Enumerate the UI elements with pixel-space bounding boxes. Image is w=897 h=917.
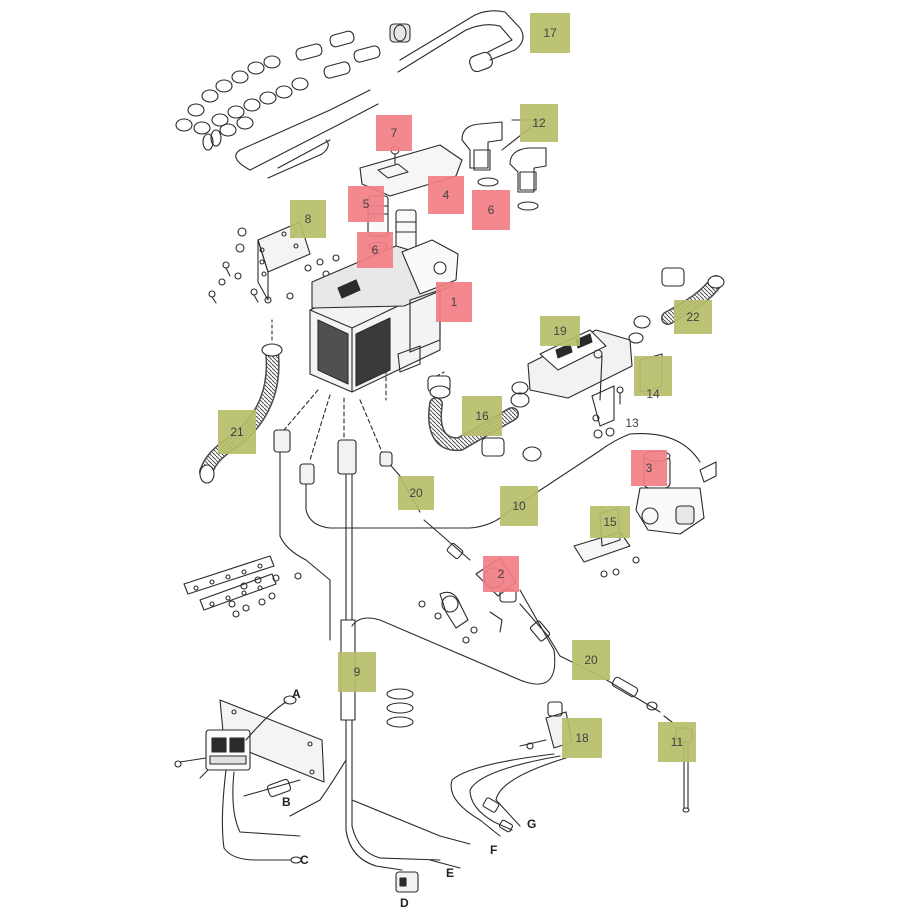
callout-text: 10: [512, 499, 526, 513]
callout-text: 14: [646, 387, 660, 401]
part-callout-10: 10: [500, 486, 538, 526]
o-ring-set: [386, 688, 414, 728]
heater-main-unit: [309, 239, 459, 393]
relay-mounting-plate: [219, 699, 325, 783]
part-callout-7: 7: [376, 115, 412, 151]
callout-text: 6: [487, 203, 495, 217]
relay-block: [174, 695, 302, 864]
letter-label-g: G: [527, 817, 537, 831]
callout-text: 19: [553, 324, 567, 338]
callout-text: 20: [409, 486, 423, 500]
part-callout-3: 3: [631, 450, 667, 486]
letter-label-d: D: [400, 896, 409, 910]
letter-label-f: F: [490, 843, 498, 857]
letter-label-e: E: [446, 866, 455, 880]
callout-text: 5: [362, 197, 370, 211]
coolant-hose-16: [427, 375, 542, 462]
exhaust-silencer: [511, 329, 644, 399]
callout-text: 7: [390, 126, 398, 140]
callout-text: 1: [450, 295, 458, 309]
callout-text: 13: [625, 416, 639, 430]
part-callout-14: 14: [634, 356, 672, 401]
callout-text: 4: [442, 188, 450, 202]
callout-text: 20: [584, 653, 598, 667]
callout-text: 15: [603, 515, 617, 529]
callout-text: 18: [575, 731, 589, 745]
part-callout-16: 16: [462, 396, 502, 436]
callout-text: 12: [532, 116, 546, 130]
part-callout-9: 9: [338, 652, 376, 692]
part-callout-2: 2: [483, 556, 519, 592]
hose-connector-set: [295, 23, 411, 79]
letter-label-b: B: [282, 795, 291, 809]
control-switch-harness: [450, 701, 573, 837]
part-callout-6b: 6: [472, 190, 510, 230]
part-callout-4: 4: [428, 176, 464, 214]
part-callout-22: 22: [674, 300, 712, 334]
part-callout-6a: 6: [357, 232, 393, 268]
part-callout-13: 13: [618, 408, 646, 438]
pump-wiring-harness: [273, 429, 631, 641]
main-wiring-harness: [289, 473, 556, 893]
part-callout-12: 12: [520, 104, 558, 142]
callout-text: 17: [543, 26, 557, 40]
callout-text: 2: [497, 567, 505, 581]
letter-label-c: C: [300, 853, 309, 867]
bracket-strip-set: [183, 555, 302, 618]
callout-text: 9: [353, 665, 361, 679]
letter-label-a: A: [292, 687, 301, 701]
part-callout-5: 5: [348, 186, 384, 222]
part-callout-11: 11: [658, 722, 696, 762]
callout-text: 11: [670, 735, 684, 749]
part-callout-18: 18: [562, 718, 602, 758]
callout-text: 6: [371, 243, 379, 257]
part-callout-21: 21: [218, 410, 256, 454]
connector-d: [429, 859, 461, 869]
part-callout-8: 8: [290, 200, 326, 238]
part-callout-17: 17: [530, 13, 570, 53]
callout-text: 3: [645, 461, 653, 475]
part-callout-1: 1: [436, 282, 472, 322]
callout-text: 16: [475, 409, 489, 423]
part-callout-15: 15: [590, 506, 630, 538]
callout-text: 8: [304, 212, 312, 226]
silencer-bracket: [591, 349, 615, 439]
part-callout-20a: 20: [398, 476, 434, 510]
callout-text: 22: [686, 310, 700, 324]
part-callout-19: 19: [540, 316, 580, 346]
hose-clamp-set: [175, 55, 309, 151]
callout-text: 21: [230, 425, 244, 439]
part-callout-20b: 20: [572, 640, 610, 680]
coolant-hose-loop: [235, 10, 524, 179]
